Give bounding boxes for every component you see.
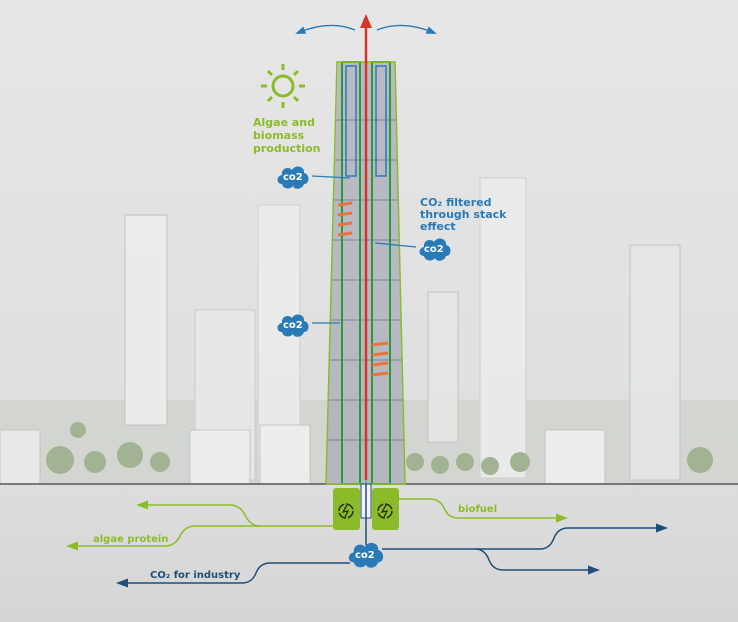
svg-text:co2: co2 [283, 172, 303, 183]
sun-icon [261, 64, 305, 108]
co2-filtered-label: CO₂ filtered through stack effect [420, 196, 510, 233]
co2-industry-arrow [116, 562, 350, 588]
biofuel-label: biofuel [458, 504, 497, 515]
co2-right-lower-arrow [474, 548, 600, 575]
co2-cloud-icon: co2 [348, 542, 384, 568]
svg-text:co2: co2 [424, 244, 444, 255]
svg-text:co2: co2 [355, 550, 375, 561]
biofuel-arrow [399, 498, 568, 523]
co2-industry-label: CO₂ for industry [150, 570, 241, 581]
bioreactor-right [372, 488, 399, 530]
airflow-right-arrow-icon [376, 24, 437, 34]
algae-upper-arrow [136, 500, 261, 527]
co2-cloud-icon: co2 [374, 238, 451, 261]
svg-text:co2: co2 [283, 320, 303, 331]
co2-right-upper-arrow [382, 523, 668, 550]
bioreactor-left [333, 488, 360, 530]
recycle-energy-icon [377, 503, 393, 519]
algae-protein-label: algae protein [93, 534, 168, 545]
algae-protein-arrow [66, 525, 333, 551]
co2-cloud-icon: co2 [277, 314, 340, 337]
recycle-energy-icon [338, 503, 354, 519]
algae-biomass-label: Algae and biomass production [253, 116, 321, 155]
tower [295, 14, 437, 485]
co2-cloud-icon: co2 [277, 166, 351, 189]
airflow-left-arrow-icon [295, 24, 356, 34]
